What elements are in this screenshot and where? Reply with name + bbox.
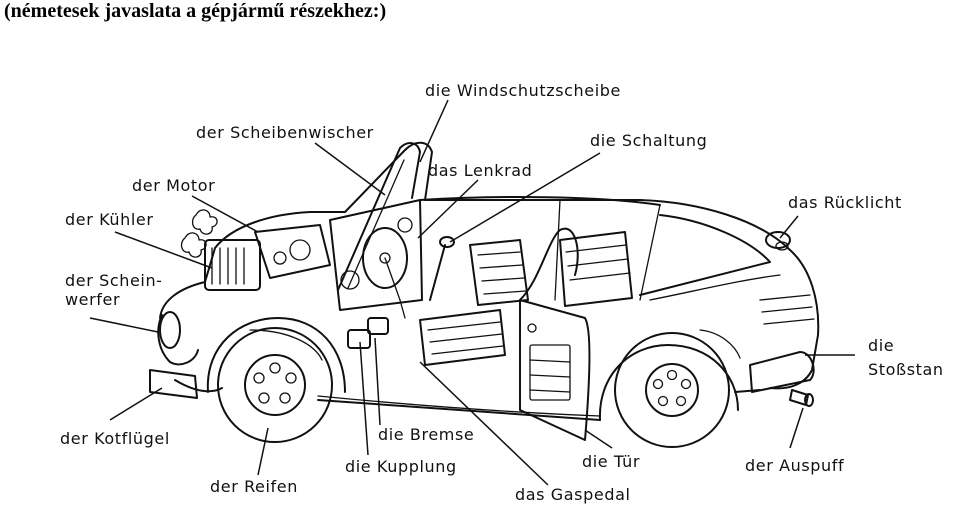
car-drawing bbox=[149, 141, 820, 448]
leader-lines bbox=[89, 99, 855, 486]
label-gaspedal: das Gaspedal bbox=[515, 485, 631, 504]
label-kuehler: der Kühler bbox=[65, 210, 154, 229]
label-scheinwerfer-line1: der Schein- bbox=[65, 271, 163, 290]
label-kupplung: die Kupplung bbox=[345, 457, 457, 476]
label-windschutzscheibe: die Windschutzscheibe bbox=[425, 81, 621, 100]
label-tuer: die Tür bbox=[582, 452, 640, 471]
label-schaltung: die Schaltung bbox=[590, 131, 707, 150]
page-title: (németesek javaslata a gépjármű részekhe… bbox=[4, 0, 387, 22]
label-auspuff: der Auspuff bbox=[745, 456, 844, 475]
label-lenkrad: das Lenkrad bbox=[428, 161, 532, 180]
label-stossstange-line1: die bbox=[868, 336, 894, 355]
label-motor: der Motor bbox=[132, 176, 215, 195]
label-reifen: der Reifen bbox=[210, 477, 298, 496]
label-stossstange-line2: Stoßstan bbox=[868, 360, 944, 379]
label-bremse: die Bremse bbox=[378, 425, 474, 444]
label-ruecklicht: das Rücklicht bbox=[788, 193, 902, 212]
label-scheinwerfer-line2: werfer bbox=[65, 290, 120, 309]
label-kotfluegel: der Kotflügel bbox=[60, 429, 170, 448]
label-scheibenwischer: der Scheibenwischer bbox=[196, 123, 374, 142]
